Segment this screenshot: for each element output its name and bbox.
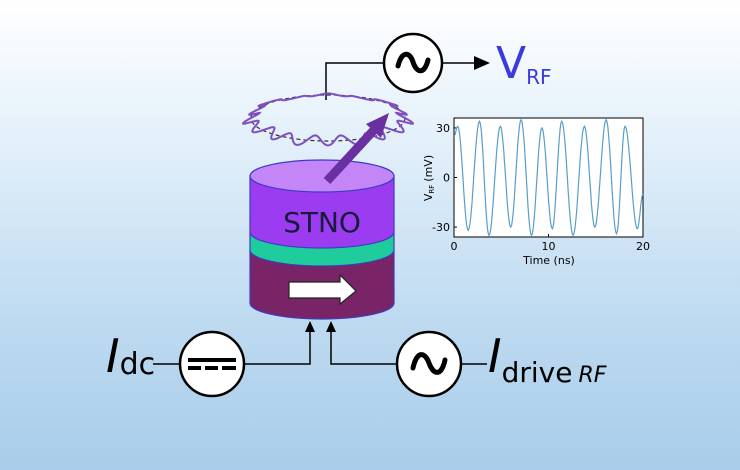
x-axis-label: Time (ns) <box>522 254 575 267</box>
stno-pillar: STNO <box>249 159 395 320</box>
fixed-magnetization-arrow-icon <box>288 273 357 306</box>
y-tick-label: 0 <box>443 172 450 185</box>
dc-source <box>178 330 246 398</box>
x-tick-label: 0 <box>451 240 458 253</box>
y-axis-label: VRF(mV) <box>422 155 436 201</box>
top-face <box>249 159 395 193</box>
free-layer <box>249 175 395 249</box>
y-tick-label: -30 <box>432 221 450 234</box>
ac-source-output <box>382 32 444 94</box>
x-tick-label: 20 <box>636 240 650 253</box>
v-rf-label: VRF <box>496 38 552 89</box>
precession-orbit <box>242 92 414 147</box>
magnetization-vector-icon <box>323 113 389 185</box>
dc-wire <box>244 330 311 365</box>
i-dc-label: Idc <box>106 329 155 383</box>
rf-wire <box>330 330 397 365</box>
output-wire <box>325 62 383 100</box>
x-tick-label: 10 <box>542 240 556 253</box>
sine-icon <box>410 352 448 375</box>
stno-label: STNO <box>283 206 361 239</box>
dc-symbol-icon <box>188 358 236 370</box>
sine-icon <box>395 51 431 74</box>
vrf-trace <box>453 118 644 237</box>
y-tick-label: 30 <box>436 122 450 135</box>
ac-source-drive <box>395 330 463 398</box>
